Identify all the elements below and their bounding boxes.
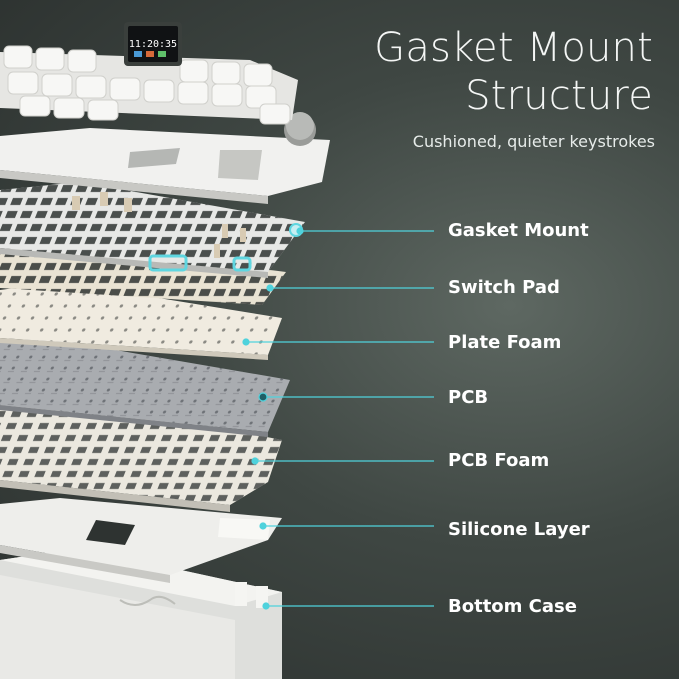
top-case (0, 112, 330, 204)
silicone-layer-shape (0, 498, 282, 583)
callout-gasket-mount (296, 227, 434, 235)
callout-pcb (258, 392, 434, 402)
title-line-1: Gasket Mount (374, 25, 653, 71)
callout-plate-foam (242, 338, 434, 346)
clock-text: 11:20:35 (129, 39, 177, 50)
label-switch-pad: Switch Pad (448, 277, 560, 298)
pcb-layer (0, 337, 290, 437)
page-subtitle: Cushioned, quieter keystrokes (412, 132, 655, 151)
label-pcb: PCB (448, 387, 489, 408)
pcb-foam-layer (0, 398, 282, 512)
label-plate-foam: Plate Foam (448, 332, 562, 353)
callout-bottom-case (262, 602, 434, 610)
page-title: Gasket Mount Structure (374, 24, 653, 120)
keycaps (0, 45, 298, 125)
title-line-2: Structure (465, 73, 653, 119)
clock-screen: 11:20:35 (124, 22, 182, 66)
callout-switch-pad (266, 284, 434, 292)
plate-foam-layer (0, 282, 282, 360)
callout-pcb-foam (251, 457, 434, 465)
label-bottom-case: Bottom Case (448, 596, 577, 617)
label-pcb-foam: PCB Foam (448, 450, 550, 471)
label-gasket-mount: Gasket Mount (448, 220, 589, 241)
callout-silicone-layer (259, 522, 434, 530)
label-silicone-layer: Silicone Layer (448, 519, 590, 540)
plate-layer (0, 182, 305, 278)
callouts (242, 227, 434, 610)
